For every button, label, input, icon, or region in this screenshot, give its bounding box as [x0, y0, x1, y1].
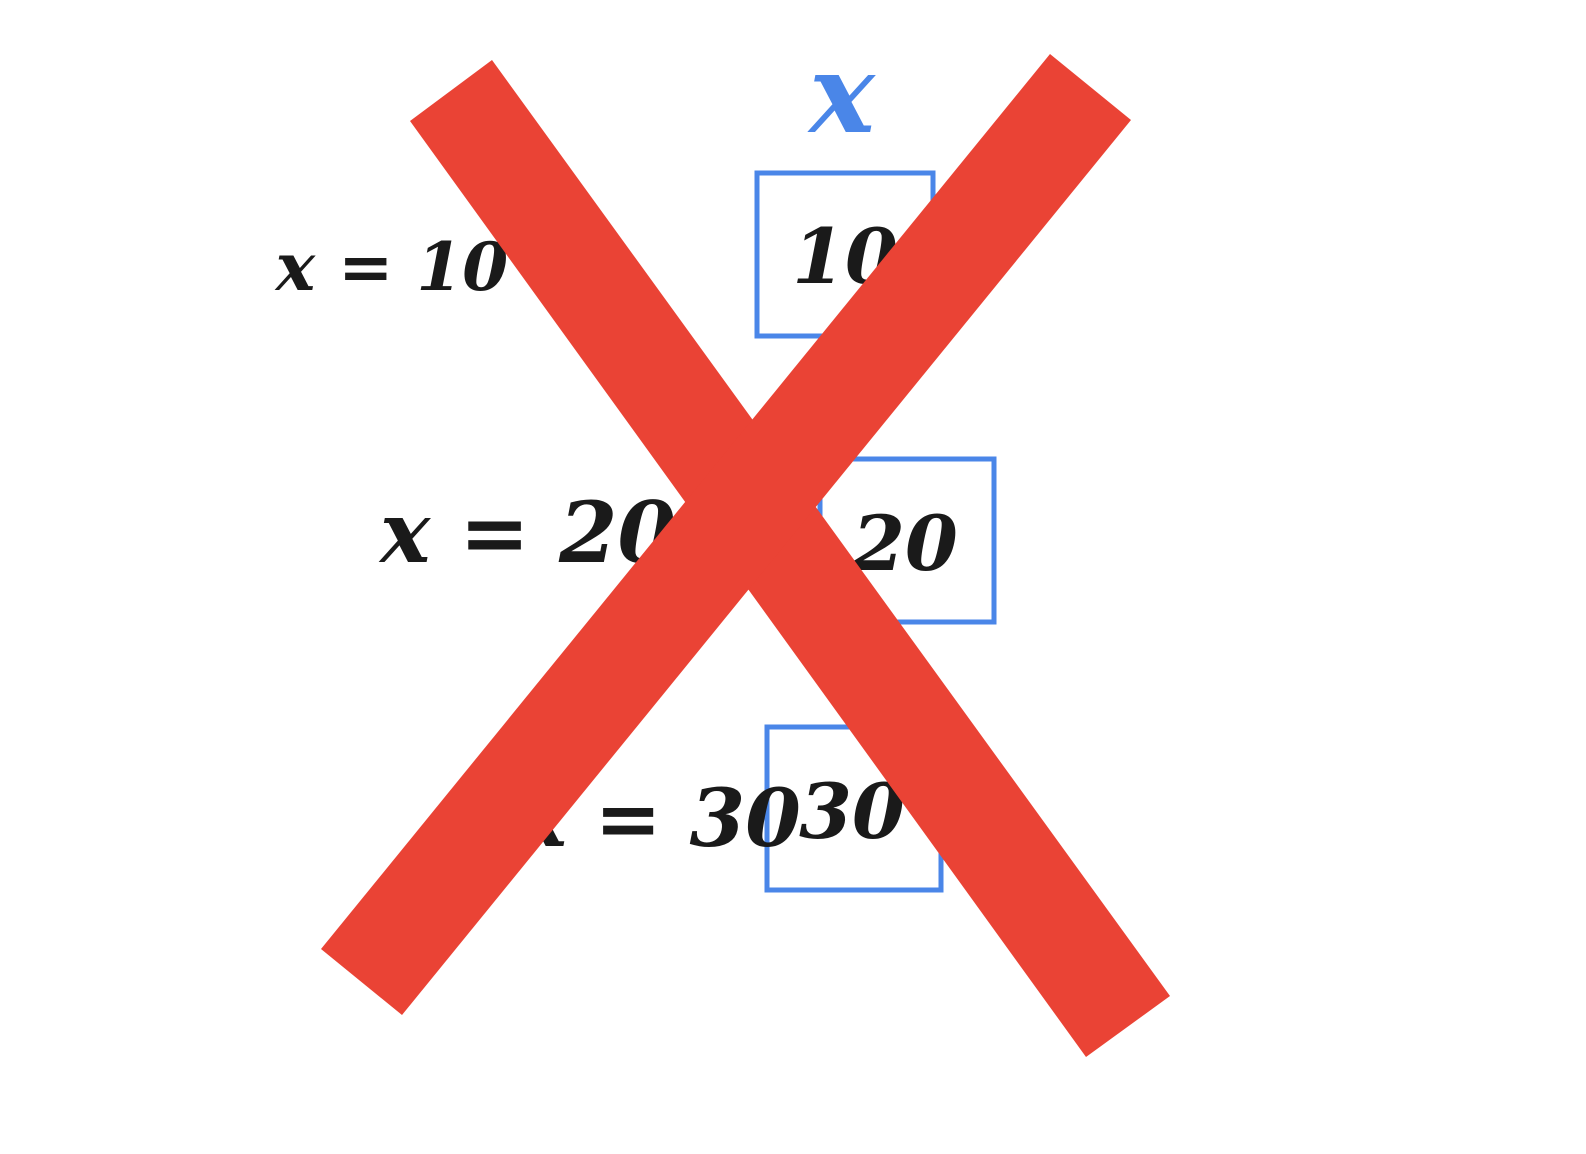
equation-2: x = 20	[378, 483, 676, 582]
cross-stroke-1	[410, 60, 1170, 1057]
cross-stroke-2	[321, 54, 1131, 1015]
variable-label: x	[807, 29, 876, 158]
value-box-2-label: 20	[851, 499, 958, 588]
equation-1: x = 10	[274, 228, 509, 306]
cross-icon	[321, 54, 1170, 1057]
